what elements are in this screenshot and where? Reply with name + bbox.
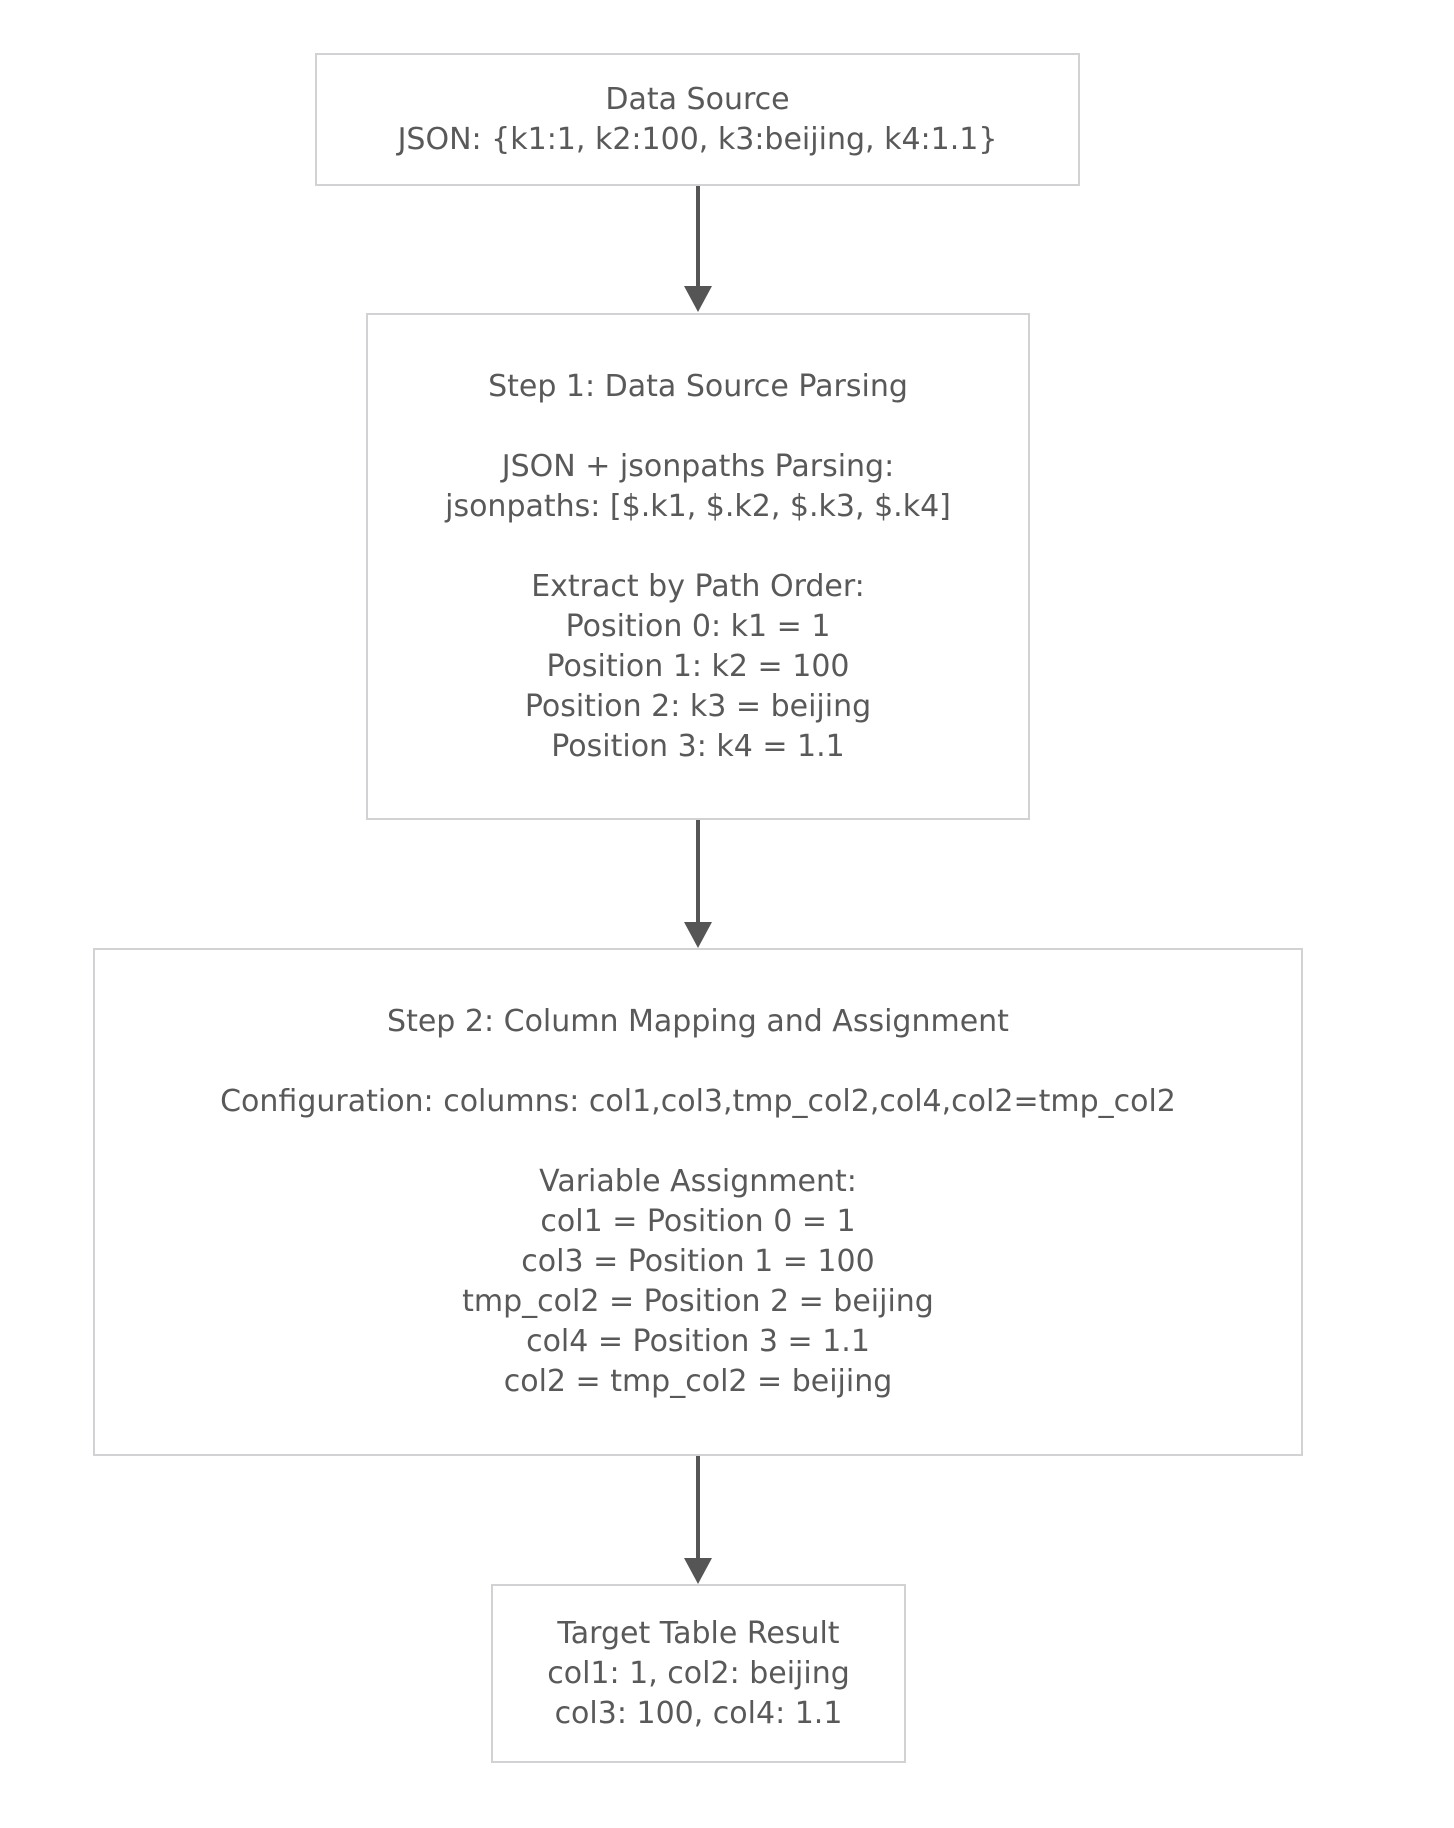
text-line: col3: 100, col4: 1.1 [554, 1695, 843, 1731]
text-line: col1: 1, col2: beijing [547, 1655, 850, 1691]
text-line [693, 527, 703, 567]
text-line: Step 1: Data Source Parsing [488, 368, 908, 404]
text-line: Position 1: k2 = 100 [546, 648, 850, 684]
arrowhead-icon [684, 286, 712, 312]
text-line: Data Source [605, 81, 790, 117]
node-step1-data-source-parsing: Step 1: Data Source Parsing JSON + jsonp… [366, 313, 1030, 820]
arrow-data-source-to-step1 [684, 186, 712, 312]
text-line: Position 2: k3 = beijing [524, 688, 872, 724]
text-line: col4 = Position 3 = 1.1 [526, 1324, 870, 1359]
text-line: jsonpaths: [$.k1, $.k2, $.k3, $.k4] [445, 488, 951, 524]
text-line: col2 = tmp_col2 = beijing [503, 1364, 893, 1399]
text-line: Step 2: Column Mapping and Assignment [387, 1004, 1009, 1039]
arrow-step2-to-target [684, 1456, 712, 1584]
text-line: Position 3: k4 = 1.1 [551, 728, 845, 764]
text-line [693, 1122, 703, 1162]
text-line [693, 407, 703, 447]
text-line: Variable Assignment: [539, 1164, 857, 1199]
text-line: Position 0: k1 = 1 [565, 608, 831, 644]
arrow-line [696, 1456, 700, 1558]
text-line: Configuration: columns: col1,col3,tmp_co… [220, 1084, 1176, 1119]
text-line: col3 = Position 1 = 100 [521, 1244, 875, 1279]
text-line: Target Table Result [557, 1615, 840, 1651]
arrow-step1-to-step2 [684, 820, 712, 948]
text-line: JSON: {k1:1, k2:100, k3:beijing, k4:1.1} [397, 121, 998, 157]
text-line: Extract by Path Order: [531, 568, 865, 604]
node-target-table-result: Target Table Result col1: 1, col2: beijin… [491, 1584, 906, 1763]
text-line [693, 1042, 703, 1082]
arrow-line [696, 820, 700, 922]
arrow-line [696, 186, 700, 286]
node-step2-column-mapping: Step 2: Column Mapping and Assignment Co… [93, 948, 1303, 1456]
arrowhead-icon [684, 922, 712, 948]
text-line: tmp_col2 = Position 2 = beijing [462, 1284, 934, 1319]
text-line: col1 = Position 0 = 1 [540, 1204, 856, 1239]
text-line: JSON + jsonpaths Parsing: [501, 448, 895, 484]
arrowhead-icon [684, 1558, 712, 1584]
